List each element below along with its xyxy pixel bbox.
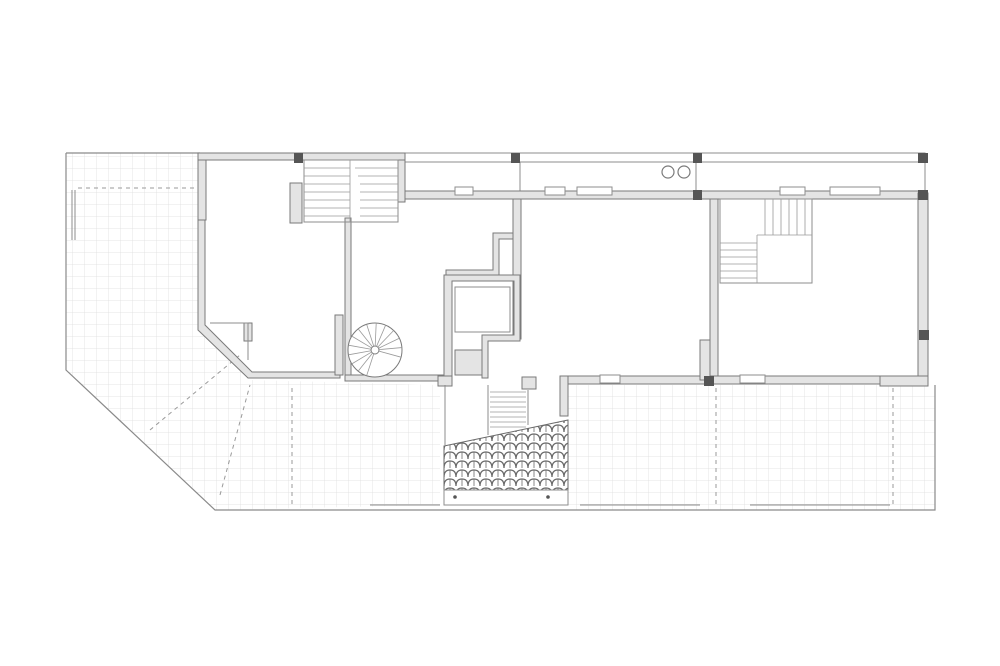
stair-tread — [378, 350, 402, 358]
stair-spiral — [347, 322, 403, 378]
column-marker — [918, 190, 928, 200]
structural-columns — [294, 153, 929, 386]
sink-icon — [677, 165, 691, 179]
stair-northwest — [303, 159, 399, 223]
stair-tread — [351, 351, 372, 365]
walls-central-core — [404, 190, 921, 445]
stair-entrance — [490, 391, 526, 428]
site-outline — [65, 152, 936, 511]
stair-tread — [348, 350, 372, 356]
column-marker — [918, 153, 928, 163]
stair-tread — [378, 337, 400, 349]
windows — [454, 186, 881, 384]
column-marker — [704, 376, 714, 386]
stair-tread — [357, 328, 373, 348]
stair-tread — [378, 347, 402, 351]
north-balcony — [404, 152, 926, 192]
stair-tread — [351, 335, 372, 349]
stair-tread — [348, 344, 372, 350]
column-marker — [294, 153, 303, 163]
column-marker — [511, 153, 520, 163]
terrace-west — [66, 153, 440, 510]
roof-tiles — [443, 419, 569, 506]
stair-tread — [357, 352, 373, 372]
stair-tread — [377, 330, 394, 348]
stair-tread — [376, 325, 386, 347]
stair-tread — [366, 353, 375, 376]
column-marker — [693, 153, 702, 163]
terrace-east — [568, 385, 935, 510]
stair-tread — [366, 324, 375, 347]
stair-northeast — [719, 198, 813, 284]
walls-west-block — [197, 152, 446, 382]
stair-tread — [374, 323, 377, 347]
sink-icon — [661, 165, 675, 179]
column-marker — [693, 190, 702, 200]
column-marker — [919, 330, 929, 340]
